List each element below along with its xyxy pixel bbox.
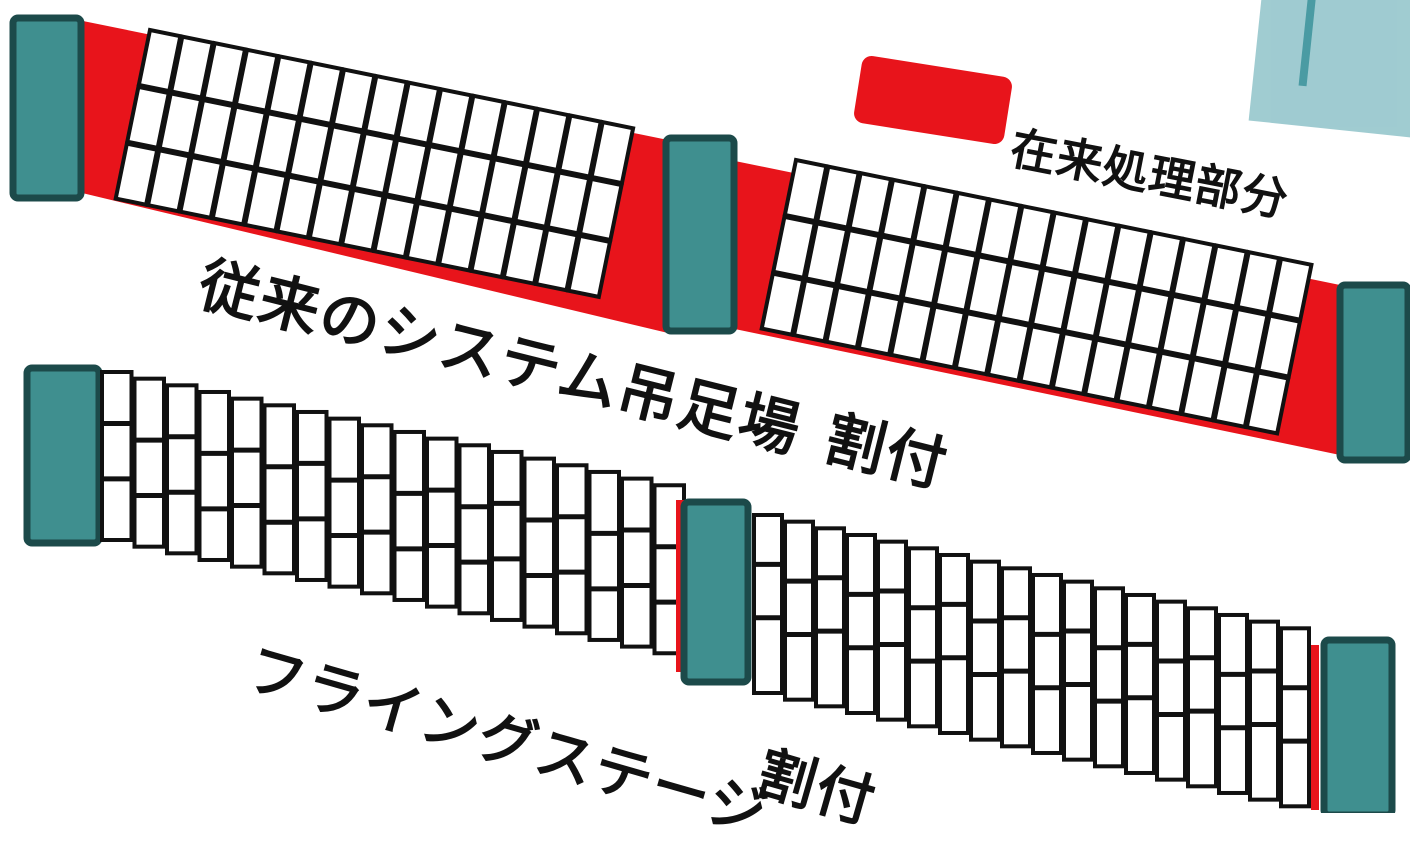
flying-right-strip [1279,626,1311,809]
column-bottom-2 [680,498,752,686]
flying-left-strip [620,476,654,649]
flying-right-strip [1062,579,1094,762]
conventional-right-plank [1244,369,1291,436]
flying-left-strip [555,463,589,636]
flying-right-strip [1248,619,1280,802]
flying-left-strip [392,429,426,602]
flying-left-strip [425,436,459,609]
flying-right-strip [876,539,908,722]
flying-left-strip [100,370,134,542]
flying-right-strip [1031,572,1063,755]
flying-right-strip [969,559,1001,742]
scaffold-layout-diagram [9,14,1410,813]
flying-right-strip [814,526,846,709]
column-bottom-1 [23,364,103,547]
flying-right-strip [1000,566,1032,749]
flying-right-strip [907,546,939,729]
flying-left-strip [295,409,329,582]
flying-left-strip [132,376,166,549]
flying-right-strip [845,532,877,715]
conventional-left-plank [566,233,613,300]
flying-left-strip [490,449,524,622]
flying-left-strip [360,423,394,596]
flying-left-strip [165,383,199,556]
conventional-area-gap-1 [676,500,684,672]
flying-right-strip [1186,606,1218,789]
conventional-left-panel [113,27,636,300]
flying-right-strip [783,519,815,702]
flying-right-strip [752,513,784,695]
flying-right-strip [1217,612,1249,795]
column-top-1 [9,14,85,202]
flying-left-strip [522,456,556,629]
flying-left-strip [230,396,264,569]
flying-left-strip [197,389,231,562]
conventional-area-gap-2 [1311,645,1319,810]
flying-left-strip [587,469,621,642]
flying-left-strip [327,416,361,589]
conventional-right-panel [759,157,1314,436]
column-top-2 [662,134,738,335]
flying-right-strip [1155,599,1187,782]
column-bottom-3 [1320,636,1396,813]
flying-right-strip [938,552,970,735]
flying-left-strip [262,403,296,576]
flying-right-strip [1124,592,1156,775]
flying-right-strip [1093,586,1125,769]
column-top-3 [1336,281,1410,464]
flying-left-strip [457,443,491,616]
